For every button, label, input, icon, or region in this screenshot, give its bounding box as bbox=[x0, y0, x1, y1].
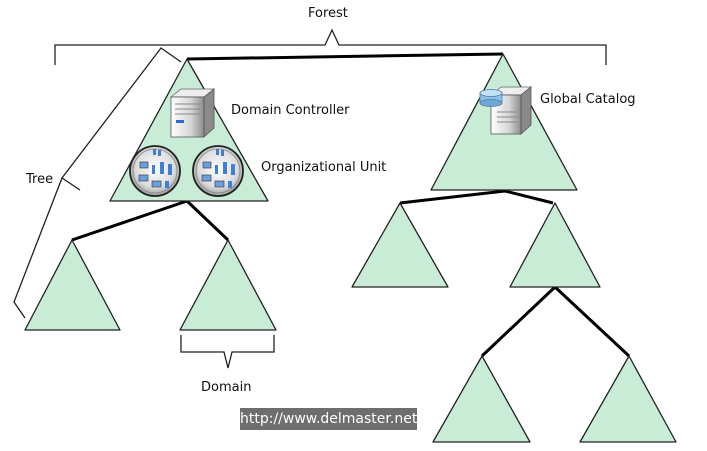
link-sub-right bbox=[553, 285, 631, 358]
domain-child-4 bbox=[509, 202, 601, 288]
domain-child-3 bbox=[351, 202, 449, 288]
link-tree2-left bbox=[399, 189, 506, 205]
links bbox=[71, 52, 631, 358]
link-tree1-left bbox=[71, 199, 188, 242]
domain-child-2 bbox=[179, 239, 277, 331]
domain-grandchild-1 bbox=[432, 355, 531, 443]
watermark: http://www.delmaster.net bbox=[240, 408, 417, 430]
domain-grandchild-2 bbox=[579, 355, 677, 443]
global-catalog-label: Global Catalog bbox=[540, 92, 636, 107]
organizational-unit-icon bbox=[129, 145, 181, 197]
domain-label: Domain bbox=[201, 380, 252, 395]
tree-bracket-tick bbox=[61, 177, 81, 191]
organizational-unit-label: Organizational Unit bbox=[261, 160, 387, 175]
organizational-unit-icon bbox=[192, 145, 244, 197]
link-tree1-right bbox=[185, 199, 230, 242]
server-icon bbox=[169, 88, 216, 138]
domain-bracket bbox=[180, 335, 275, 369]
domains bbox=[24, 53, 677, 443]
forest-bracket bbox=[54, 28, 607, 65]
domain-child-1 bbox=[24, 239, 121, 331]
domain-controller-label: Domain Controller bbox=[231, 103, 350, 118]
link-sub-left bbox=[480, 285, 557, 358]
link-root-root bbox=[186, 52, 504, 61]
forest-label: Forest bbox=[308, 6, 348, 21]
link-tree2-right bbox=[504, 189, 554, 205]
tree-label: Tree bbox=[26, 172, 54, 187]
global-catalog-server-icon bbox=[479, 86, 533, 135]
